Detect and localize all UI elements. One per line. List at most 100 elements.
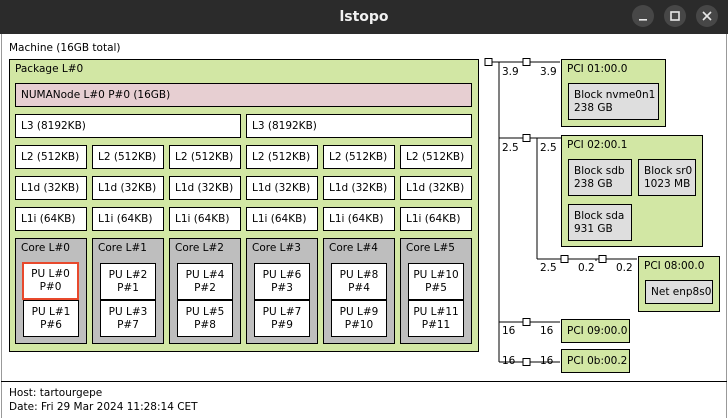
link-speed: 2.5 — [502, 142, 519, 154]
l1d-cache-5[interactable]: L1d (32KB) — [400, 176, 472, 200]
l2-label: L2 (512KB) — [406, 151, 465, 163]
l2-cache-4[interactable]: L2 (512KB) — [323, 145, 395, 169]
core-label: Core L#2 — [175, 242, 224, 254]
l1i-cache-1[interactable]: L1i (64KB) — [92, 207, 164, 231]
l1d-label: L1d (32KB) — [98, 182, 157, 194]
l1d-cache-4[interactable]: L1d (32KB) — [323, 176, 395, 200]
pu-os-index: P#5 — [425, 281, 447, 294]
l1i-label: L1i (64KB) — [329, 213, 384, 225]
l2-cache-0[interactable]: L2 (512KB) — [15, 145, 87, 169]
pci-device-0b-00-2[interactable]: PCI 0b:00.2 — [561, 349, 630, 373]
l1d-cache-3[interactable]: L1d (32KB) — [246, 176, 318, 200]
pci-device-09-00-0[interactable]: PCI 09:00.0 — [561, 319, 630, 343]
l1i-cache-5[interactable]: L1i (64KB) — [400, 207, 472, 231]
link-speed: 16 — [540, 325, 554, 337]
link-speed: 3.9 — [540, 66, 557, 78]
core-label: Core L#4 — [329, 242, 378, 254]
pu-os-index: P#11 — [421, 318, 451, 331]
l1i-cache-3[interactable]: L1i (64KB) — [246, 207, 318, 231]
l1i-cache-2[interactable]: L1i (64KB) — [169, 207, 241, 231]
pu-label: PU L#4 — [185, 268, 225, 281]
link-speed: 2.5 — [540, 142, 557, 154]
block-nvme0n1[interactable]: Block nvme0n1 238 GB — [568, 83, 659, 120]
l2-cache-5[interactable]: L2 (512KB) — [400, 145, 472, 169]
pu-os-index: P#0 — [39, 281, 62, 293]
l2-label: L2 (512KB) — [21, 151, 80, 163]
pu-label: PU L#3 — [108, 305, 148, 318]
pu-os-index: P#10 — [344, 318, 374, 331]
device-size: 238 GB — [574, 101, 613, 114]
l1d-cache-2[interactable]: L1d (32KB) — [169, 176, 241, 200]
core-label: Core L#1 — [98, 242, 147, 254]
block-sda[interactable]: Block sda 931 GB — [568, 204, 632, 241]
l1i-label: L1i (64KB) — [175, 213, 230, 225]
l1d-label: L1d (32KB) — [329, 182, 388, 194]
l1d-cache-1[interactable]: L1d (32KB) — [92, 176, 164, 200]
link-speed: 2.5 — [540, 262, 557, 274]
l2-cache-3[interactable]: L2 (512KB) — [246, 145, 318, 169]
package-box[interactable]: Package L#0 — [9, 59, 479, 352]
l1d-label: L1d (32KB) — [21, 182, 80, 194]
l1d-label: L1d (32KB) — [175, 182, 234, 194]
l1i-label: L1i (64KB) — [406, 213, 461, 225]
host-text: Host: tartourgepe — [9, 387, 103, 399]
pci-label: PCI 09:00.0 — [567, 325, 628, 337]
l1d-label: L1d (32KB) — [406, 182, 465, 194]
device-name: Net enp8s0 — [651, 286, 712, 298]
core-label: Core L#5 — [406, 242, 455, 254]
link-speed: 3.9 — [502, 66, 519, 78]
minimize-icon — [639, 19, 647, 21]
device-name: Block sda — [574, 209, 625, 222]
pu-label: PU L#1 — [31, 305, 71, 318]
l1d-label: L1d (32KB) — [252, 182, 311, 194]
l2-cache-1[interactable]: L2 (512KB) — [92, 145, 164, 169]
device-size: 238 GB — [574, 177, 613, 190]
pu-os-index: P#4 — [348, 281, 370, 294]
minimize-button[interactable] — [632, 5, 654, 27]
close-button[interactable] — [696, 5, 718, 27]
net-enp8s0[interactable]: Net enp8s0 — [645, 280, 713, 304]
l1i-cache-4[interactable]: L1i (64KB) — [323, 207, 395, 231]
core-label: Core L#3 — [252, 242, 301, 254]
maximize-button[interactable] — [664, 5, 686, 27]
pu-label: PU L#11 — [413, 305, 459, 318]
pci-label: PCI 02:00.1 — [567, 139, 628, 151]
block-sr0[interactable]: Block sr0 1023 MB — [638, 159, 696, 196]
device-name: Block nvme0n1 — [574, 88, 656, 101]
l3-label: L3 (8192KB) — [252, 120, 317, 132]
package-label: Package L#0 — [15, 63, 84, 75]
title-bar — [0, 0, 728, 34]
l1d-cache-0[interactable]: L1d (32KB) — [15, 176, 87, 200]
pu-label: PU L#2 — [108, 268, 148, 281]
numa-label: NUMANode L#0 P#0 (16GB) — [21, 89, 171, 101]
maximize-icon — [670, 11, 680, 21]
link-speed: 0.2 — [616, 262, 633, 274]
link-speed: 0.2 — [578, 262, 595, 274]
pu-os-index: P#6 — [40, 318, 62, 331]
pu-label: PU L#8 — [339, 268, 379, 281]
l1i-label: L1i (64KB) — [21, 213, 76, 225]
numa-node[interactable]: NUMANode L#0 P#0 (16GB) — [15, 83, 472, 107]
l1i-cache-0[interactable]: L1i (64KB) — [15, 207, 87, 231]
link-speed: 16 — [502, 325, 516, 337]
window-title: lstopo — [339, 9, 389, 25]
block-sdb[interactable]: Block sdb 238 GB — [568, 159, 632, 196]
pu-label: PU L#9 — [339, 305, 379, 318]
l2-cache-2[interactable]: L2 (512KB) — [169, 145, 241, 169]
l3-cache-1[interactable]: L3 (8192KB) — [246, 114, 472, 138]
l3-cache-0[interactable]: L3 (8192KB) — [15, 114, 241, 138]
footer-divider — [1, 381, 727, 382]
